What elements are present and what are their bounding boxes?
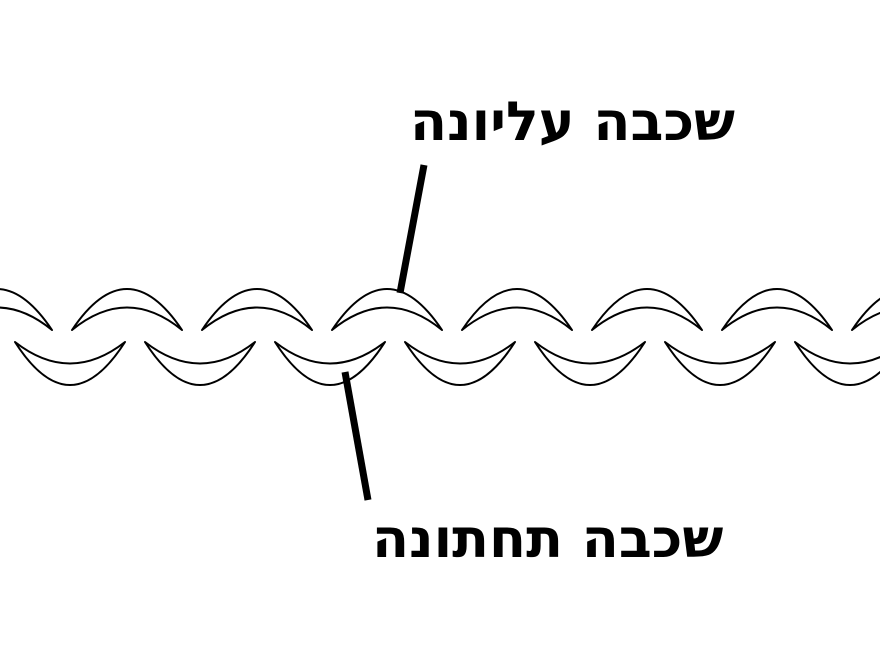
bottom-layer-crescent [534, 341, 646, 386]
bottom-layer-crescent [14, 341, 126, 386]
bottom-layer-label: שכבה תחתונה [372, 507, 724, 570]
top-layer-crescent [851, 297, 880, 331]
bottom-layer-crescents [14, 341, 880, 386]
top-layer-crescent [461, 288, 573, 331]
bottom-layer-crescent [144, 341, 256, 386]
bottom-layer-crescent [664, 341, 776, 386]
top-layer-crescent [201, 288, 313, 331]
top-layer-crescent [721, 288, 833, 331]
top-layer-crescent [71, 288, 183, 331]
top-layer-crescent [591, 288, 703, 331]
bottom-layer-crescent [794, 341, 880, 386]
bottom-layer-pointer-line [341, 371, 372, 501]
top-layer-crescents [0, 288, 880, 331]
top-layer-label: שכבה עליונה [410, 90, 736, 153]
top-layer-crescent [331, 288, 443, 331]
bottom-layer-crescent [404, 341, 516, 386]
top-layer-crescent [0, 288, 53, 331]
bottom-layer-crescent [274, 341, 386, 386]
top-layer-pointer-line [396, 164, 428, 294]
